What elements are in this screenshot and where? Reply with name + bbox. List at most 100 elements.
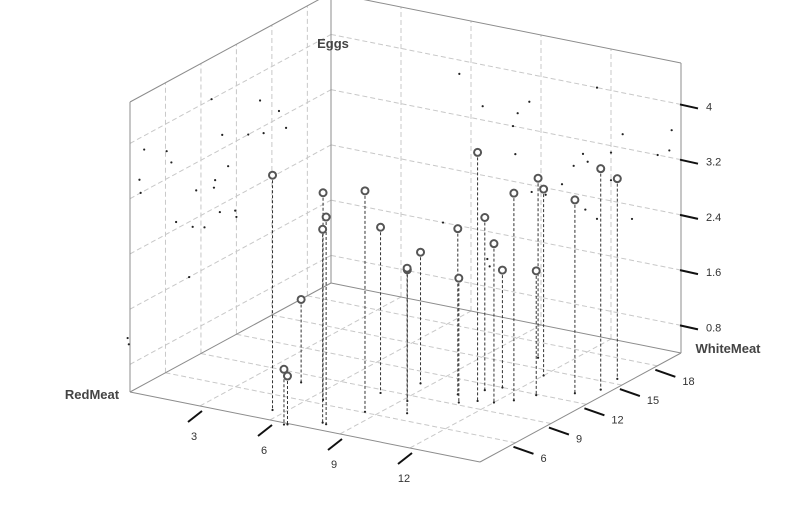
- left-wall-projection-dot: [221, 133, 224, 136]
- floor-grid-line: [200, 353, 552, 425]
- left-wall-projection-dot: [138, 178, 141, 181]
- left-wall-grid-line: [129, 144, 332, 255]
- data-point: [279, 364, 289, 374]
- floor-projection-dot: [535, 394, 538, 397]
- y-tick-mark: [513, 445, 534, 455]
- back-wall-projection-dot: [668, 149, 671, 152]
- floor-grid-line: [236, 333, 587, 405]
- floor-projection-dot: [363, 410, 367, 413]
- floor-grid-line: [339, 324, 542, 435]
- data-point: [497, 265, 507, 275]
- left-wall-grid-line: [129, 89, 332, 200]
- floor-projection-dot: [616, 377, 619, 380]
- back-wall-grid-line: [330, 89, 682, 161]
- back-wall-projection-dot: [609, 151, 613, 154]
- x-tick-mark: [397, 452, 413, 465]
- back-wall-projection-dot: [486, 257, 489, 261]
- back-wall-projection-dot: [458, 72, 461, 76]
- x-tick-label: 6: [261, 445, 267, 457]
- data-point: [509, 188, 519, 198]
- floor-projection-dot: [271, 408, 274, 412]
- back-wall-grid-line: [330, 199, 682, 271]
- back-wall-projection-dot: [560, 183, 564, 186]
- back-wall-grid-line: [330, 254, 682, 326]
- floor-projection-dot: [286, 423, 289, 426]
- x-tick-label: 12: [398, 473, 410, 485]
- back-wall-projection-dot: [544, 193, 547, 196]
- data-point: [416, 247, 426, 257]
- y-axis-title: WhiteMeat: [696, 341, 762, 356]
- left-wall-projection-dot: [247, 133, 250, 136]
- data-point: [570, 195, 580, 205]
- data-point: [282, 371, 292, 381]
- left-wall-projection-dot: [143, 148, 146, 151]
- left-wall-projection-dot: [235, 215, 238, 219]
- box-edge: [129, 391, 481, 463]
- box-edge: [363, 0, 682, 64]
- y-tick-label: 15: [647, 395, 659, 407]
- z-tick-mark: [679, 269, 699, 276]
- z-tick-label: 4: [706, 101, 712, 113]
- stems: [271, 152, 619, 426]
- z-tick-mark: [679, 103, 699, 110]
- left-wall-projection-dot: [175, 220, 178, 224]
- left-wall-projection-dot: [210, 98, 213, 101]
- data-point: [296, 294, 306, 304]
- z-tick-mark: [679, 158, 699, 165]
- z-tick-mark: [679, 324, 699, 331]
- back-wall-projection-dot: [595, 217, 599, 220]
- x-tick-label: 9: [331, 459, 337, 471]
- x-tick-mark: [257, 424, 273, 437]
- left-wall-projection-dot: [127, 343, 130, 346]
- left-wall-projection-dot: [214, 179, 217, 182]
- data-point: [473, 147, 483, 157]
- back-wall-projection-dot: [584, 208, 587, 211]
- left-wall-projection-dot: [139, 191, 142, 194]
- back-wall-projection-dot: [481, 105, 484, 108]
- back-wall-projection-dot: [511, 124, 515, 128]
- data-point: [318, 224, 328, 234]
- left-wall-projection-dot: [284, 126, 288, 129]
- left-wall-projection-dot: [126, 336, 129, 340]
- floor-projection-dot: [483, 389, 486, 392]
- box-edge: [330, 282, 682, 354]
- floor-projection-dot: [476, 399, 479, 403]
- data-points: [268, 147, 622, 381]
- floor-projection-dot: [501, 386, 504, 389]
- floor-projection-dot: [379, 391, 382, 395]
- left-wall-projection-dot: [258, 99, 262, 102]
- floor-projection-dot: [536, 356, 540, 359]
- back-wall-projection-dot: [670, 129, 673, 132]
- data-point: [533, 173, 543, 183]
- data-point: [531, 266, 541, 276]
- back-wall-projection-dot: [528, 100, 531, 103]
- data-point: [612, 174, 622, 184]
- back-wall-projection-dot: [441, 221, 445, 224]
- floor-grid-line: [307, 295, 658, 367]
- back-wall-projection-dot: [572, 164, 575, 167]
- box-edge: [479, 352, 682, 463]
- floor-projection-dot: [573, 392, 577, 395]
- data-point: [318, 188, 328, 198]
- z-tick-label: 2.4: [706, 212, 721, 224]
- left-wall-projection-dot: [262, 132, 265, 135]
- data-point: [268, 170, 278, 180]
- y-tick-label: 6: [540, 453, 546, 465]
- x-axis-title: RedMeat: [65, 387, 120, 402]
- back-wall-projection-dot: [586, 160, 589, 163]
- back-wall-projection-dot: [656, 153, 659, 157]
- left-wall-projection-dot: [277, 109, 281, 113]
- x-tick-mark: [327, 438, 343, 451]
- floor-grid-line: [165, 372, 516, 444]
- data-point: [360, 186, 370, 196]
- back-wall-projection-dot: [595, 86, 599, 89]
- left-wall-projection-dot: [195, 189, 198, 192]
- data-point: [489, 239, 499, 249]
- floor-grid-line: [199, 296, 402, 407]
- grid-lines: [129, 5, 682, 449]
- floor-grid-line: [271, 314, 622, 386]
- left-wall-projection-dot: [188, 275, 191, 279]
- y-tick-mark: [548, 426, 570, 436]
- back-wall-grid-line: [330, 33, 682, 105]
